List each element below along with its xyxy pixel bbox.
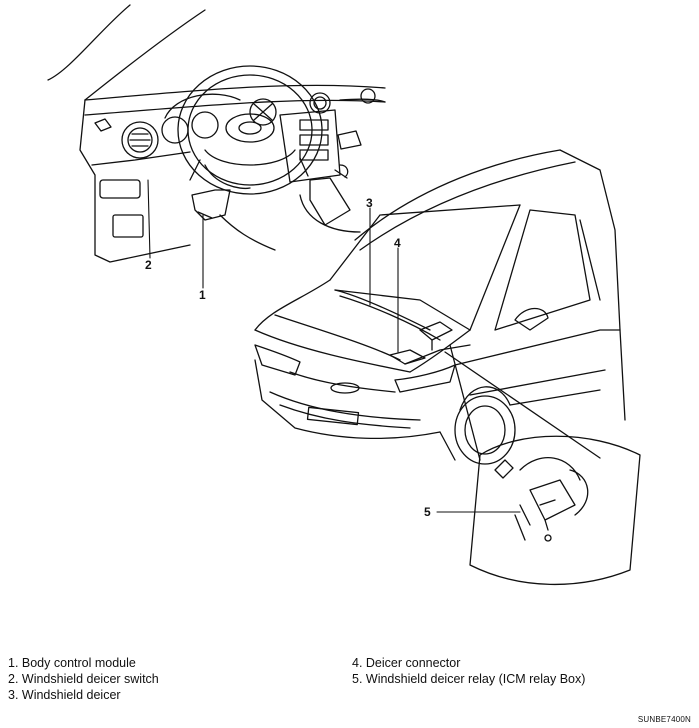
- callout-3: 3: [366, 196, 373, 210]
- legend-right: 4. Deicer connector 5. Windshield deicer…: [352, 655, 585, 687]
- legend-left: 1. Body control module 2. Windshield dei…: [8, 655, 159, 703]
- legend-item-deicer-relay: 5. Windshield deicer relay (ICM relay Bo…: [352, 672, 586, 686]
- legend-item-windshield-deicer: 3. Windshield deicer: [8, 688, 121, 702]
- legend-item-windshield-deicer-switch: 2. Windshield deicer switch: [8, 672, 159, 686]
- component-location-illustration: [47, 4, 641, 586]
- vehicle-exterior-illustration: [254, 149, 626, 465]
- callout-1: 1: [199, 288, 206, 302]
- callout-5: 5: [424, 505, 431, 519]
- legend-item-deicer-connector: 4. Deicer connector: [352, 656, 461, 670]
- callout-leader-lines: [147, 179, 521, 513]
- figure-code: SUNBE7400N: [637, 715, 691, 724]
- callout-2: 2: [145, 258, 152, 272]
- legend-item-body-control-module: 1. Body control module: [8, 656, 136, 670]
- dashboard-interior-illustration: [47, 4, 386, 263]
- relay-box-detail-inset: [444, 344, 641, 586]
- callout-4: 4: [394, 236, 401, 250]
